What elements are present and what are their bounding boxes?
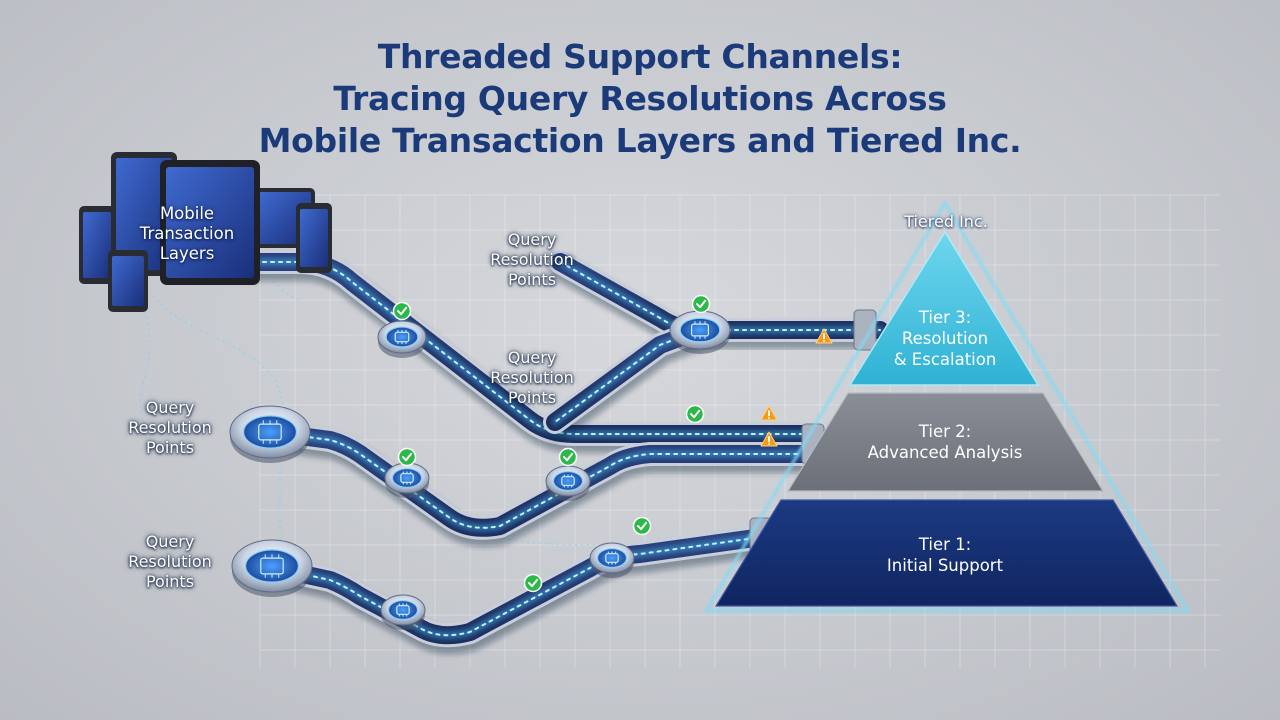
- check-icon: [685, 404, 705, 424]
- page-title: Threaded Support Channels: Tracing Query…: [0, 36, 1280, 162]
- chip-icon: [394, 329, 410, 345]
- tiered-pyramid: [703, 200, 1191, 613]
- warning-icon: [815, 328, 833, 344]
- query-label-left-lower: Query Resolution Points: [128, 532, 212, 591]
- chip-icon: [561, 474, 575, 488]
- title-line-2: Tracing Query Resolutions Across: [333, 79, 947, 118]
- check-icon: [523, 573, 543, 593]
- chip-icon: [605, 551, 619, 565]
- devices-label: Mobile Transaction Layers: [139, 204, 235, 263]
- transaction-node: [377, 320, 427, 358]
- check-icon: [392, 301, 412, 321]
- pipe-middle: [258, 420, 820, 547]
- tier-3-block: [848, 230, 1040, 386]
- status-markers: [392, 294, 833, 593]
- transaction-node: [384, 462, 430, 498]
- chip-icon: [260, 554, 284, 578]
- query-label-left-upper: Query Resolution Points: [128, 398, 212, 457]
- warning-icon: [760, 405, 778, 421]
- transaction-node: [589, 542, 635, 578]
- chip-icon: [400, 471, 414, 485]
- query-node-left-lower: [231, 539, 313, 597]
- tier-2-label: Tier 2: Advanced Analysis: [850, 421, 1040, 463]
- title-line-1: Threaded Support Channels:: [377, 37, 903, 76]
- check-icon: [632, 516, 652, 536]
- transaction-node: [380, 594, 426, 630]
- query-label-middle: Query Resolution Points: [490, 348, 574, 407]
- chip-icon: [690, 321, 709, 339]
- chip-icon: [396, 603, 410, 617]
- tier-1-line-2: Initial Support: [886, 556, 1004, 575]
- query-label-top: Query Resolution Points: [490, 230, 574, 289]
- title-line-3: Mobile Transaction Layers and Tiered Inc…: [258, 121, 1022, 160]
- query-node-top: [669, 310, 731, 354]
- tier-1-title: Tier 1:: [918, 535, 972, 554]
- tier-3-title: Tier 3:: [918, 308, 972, 327]
- tier-2-block: [786, 392, 1105, 492]
- transaction-node: [545, 465, 591, 501]
- check-icon: [558, 447, 578, 467]
- tier-3-label: Tier 3: Resolution & Escalation: [880, 307, 1010, 370]
- tier-2-line-2: Advanced Analysis: [867, 443, 1023, 462]
- pyramid-label: Tiered Inc.: [904, 212, 988, 231]
- tier-3-line-2: Resolution: [901, 329, 989, 348]
- mobile-devices: [79, 152, 332, 312]
- pipe-connector: [853, 309, 877, 351]
- pipe-lower: [263, 526, 770, 655]
- check-icon: [691, 294, 711, 314]
- resolution-nodes: [229, 310, 731, 630]
- tier-2-title: Tier 2:: [918, 422, 972, 441]
- tier-1-label: Tier 1: Initial Support: [850, 534, 1040, 576]
- query-node-left-upper: [229, 405, 311, 463]
- check-icon: [397, 447, 417, 467]
- tier-3-line-3: & Escalation: [893, 350, 997, 369]
- warning-icon: [760, 431, 778, 447]
- chip-icon: [258, 420, 282, 444]
- tier-1-block: [714, 499, 1179, 607]
